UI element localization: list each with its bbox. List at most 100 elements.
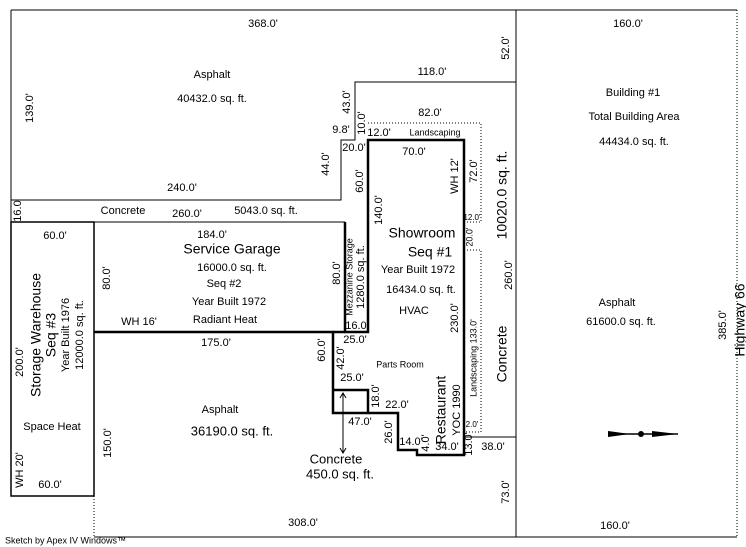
dim-20-showroom: 20.0' <box>464 227 474 247</box>
dim-184: 184.0' <box>197 229 227 241</box>
dim-52: 52.0' <box>500 36 512 60</box>
top-asphalt-boundary <box>11 81 516 201</box>
landscaping-top <box>368 122 482 223</box>
dim-25b: 25.0' <box>340 372 364 384</box>
water-heater-12: WH 12' <box>449 158 461 194</box>
dim-160-top: 160.0' <box>613 18 643 30</box>
dim-70: 70.0' <box>402 146 426 158</box>
buildings <box>10 122 482 497</box>
showroom-hvac: HVAC <box>399 305 429 317</box>
concrete-right-area: 10020.0 sq. ft. <box>494 151 510 240</box>
dim-14: 14.0' <box>399 436 423 448</box>
dim-26: 26.0' <box>383 420 395 444</box>
building-label: Building #1 <box>606 87 660 99</box>
dim-150: 150.0' <box>102 428 114 458</box>
dim-200: 200.0' <box>14 347 26 377</box>
parts-room-title: Parts Room <box>376 359 424 369</box>
storage-warehouse-outline <box>10 221 95 497</box>
highway-label: Highway 66 <box>732 283 746 356</box>
landscaping-right <box>464 249 482 433</box>
storage-heat: Space Heat <box>23 421 80 433</box>
dim-139: 139.0' <box>24 93 36 123</box>
dim-12b: 12.0' <box>463 213 481 222</box>
dim-160-bottom: 160.0' <box>600 520 630 532</box>
compass-arrow-icon <box>608 431 678 437</box>
mezzanine-area: 1280.0 sq. ft. <box>355 245 367 309</box>
right-asphalt-label: Asphalt <box>599 297 636 309</box>
dim-175: 175.0' <box>201 337 231 349</box>
dim-43: 43.0' <box>341 90 353 114</box>
dim-16-mezzanine: 16.0' <box>345 320 369 332</box>
concrete-strip-area: 5043.0 sq. ft. <box>234 205 298 217</box>
concrete-strip-label: Concrete <box>101 205 146 217</box>
dim-2: 2.0' <box>466 420 479 429</box>
service-garage-heat: Radiant Heat <box>193 314 257 326</box>
dim-260-right: 260.0' <box>503 260 515 290</box>
storage-area: 12000.0 sq. ft. <box>74 300 86 370</box>
concrete-pad-outline <box>333 388 370 413</box>
dim-13: 13.0' <box>463 432 475 456</box>
service-garage-year: Year Built 1972 <box>192 296 266 308</box>
dim-60-storage-bottom: 60.0' <box>38 479 62 491</box>
right-asphalt-area: 61600.0 sq. ft. <box>586 316 656 328</box>
water-heater-20: WH 20' <box>14 452 26 488</box>
dim-260: 260.0' <box>172 208 202 220</box>
concrete-small-area: 450.0 sq. ft. <box>306 466 374 481</box>
dim-240: 240.0' <box>167 182 197 194</box>
dim-60-showroom: 60.0' <box>354 169 366 193</box>
footer-credit: Sketch by Apex IV Windows™ <box>5 535 126 545</box>
dim-60-storage-top: 60.0' <box>43 230 67 242</box>
service-garage-title: Service Garage <box>183 241 280 257</box>
dim-47: 47.0' <box>348 416 372 428</box>
top-asphalt-label: Asphalt <box>194 69 231 81</box>
dim-20: 20.0' <box>342 142 366 154</box>
concrete-small-label: Concrete <box>310 451 363 466</box>
service-garage-seq: Seq #2 <box>207 278 242 290</box>
dim-22: 22.0' <box>385 399 409 411</box>
bottom-asphalt-label: Asphalt <box>202 404 239 416</box>
dim-10: 10.0' <box>356 111 368 135</box>
dim-44: 44.0' <box>320 152 332 176</box>
concrete-arrow <box>339 392 347 454</box>
dim-72: 72.0' <box>468 159 480 183</box>
restaurant-title: Restaurant <box>433 376 449 445</box>
dim-73: 73.0' <box>500 480 512 504</box>
concrete-right-label: Concrete <box>494 325 510 382</box>
bottom-asphalt-area: 36190.0 sq. ft. <box>191 423 273 438</box>
dim-25a: 25.0' <box>343 334 367 346</box>
showroom-year: Year Built 1972 <box>381 264 455 276</box>
dim-140: 140.0' <box>373 195 385 225</box>
total-building-area: 44434.0 sq. ft. <box>599 136 669 148</box>
showroom-seq: Seq #1 <box>408 244 453 260</box>
dim-82: 82.0' <box>418 107 442 119</box>
dim-118: 118.0' <box>418 66 447 78</box>
dim-42: 42.0' <box>335 346 347 370</box>
restaurant-yoc: YOC 1990 <box>451 384 463 435</box>
dim-12: 12.0' <box>367 127 391 139</box>
dim-9-8: 9.8' <box>332 124 349 136</box>
storage-seq: Seq #3 <box>43 313 59 358</box>
dim-38: 38.0' <box>481 441 505 453</box>
landscaping-133: Landscaping 133.0' <box>468 319 478 397</box>
storage-title: Storage Warehouse <box>28 273 44 397</box>
storage-year: Year Built 1976 <box>60 298 72 372</box>
dim-230: 230.0' <box>449 303 461 333</box>
service-garage-area: 16000.0 sq. ft. <box>197 262 267 274</box>
landscaping-label: Landscaping <box>409 127 460 137</box>
dim-80-mezzanine: 80.0' <box>331 261 343 285</box>
total-building-area-label: Total Building Area <box>588 111 680 123</box>
mezzanine-title: Mezzanine Storage <box>344 238 354 316</box>
dim-18: 18.0' <box>370 384 382 408</box>
showroom-title: Showroom <box>389 225 456 241</box>
dim-4: 4.0' <box>420 434 432 451</box>
dim-34: 34.0' <box>435 441 459 453</box>
dim-308: 308.0' <box>288 517 318 529</box>
showroom-area: 16434.0 sq. ft. <box>386 284 456 296</box>
dim-60-parts: 60.0' <box>316 338 328 362</box>
water-heater-16: WH 16' <box>121 316 157 328</box>
dim-385: 385.0' <box>717 310 729 340</box>
dim-16: 16.0 <box>12 200 24 221</box>
dim-80-garage: 80.0' <box>101 266 113 290</box>
